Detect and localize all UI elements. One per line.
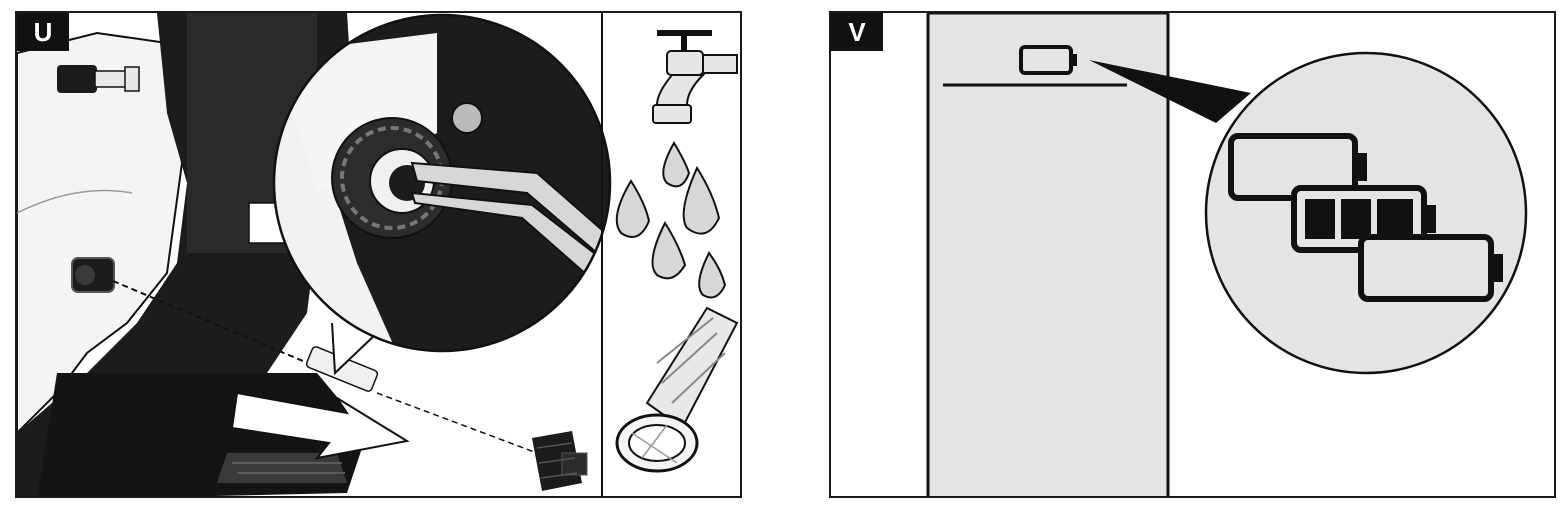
filter-element-icon	[615, 306, 739, 473]
panel-v-illustration	[926, 13, 1528, 496]
battery-empty-icon	[1228, 133, 1367, 201]
panel-label-v: V	[831, 13, 883, 51]
callout-pointer	[1089, 60, 1251, 123]
battery-full-icon	[1291, 185, 1436, 253]
water-drops-icon	[615, 141, 727, 299]
panel-u-illustration	[17, 13, 739, 496]
panel-v-battery-display: V	[829, 11, 1556, 498]
hose-coupling-icon	[532, 431, 588, 491]
pull-arrow-icon	[230, 391, 410, 460]
battery-empty-icon	[1358, 234, 1503, 302]
faucet-icon	[652, 30, 738, 124]
top-connector-icon	[57, 65, 140, 93]
panel-u-drain-filter: U	[15, 11, 742, 498]
display-device	[926, 13, 1170, 496]
water-inlet-icon	[71, 257, 115, 293]
battery-indicator-icon	[1019, 45, 1077, 75]
magnified-inlet-view	[272, 13, 612, 353]
pull-out-path	[112, 280, 368, 389]
callout-pointer	[331, 322, 378, 376]
panel-label-u: U	[17, 13, 69, 51]
coupling-path	[376, 392, 538, 454]
